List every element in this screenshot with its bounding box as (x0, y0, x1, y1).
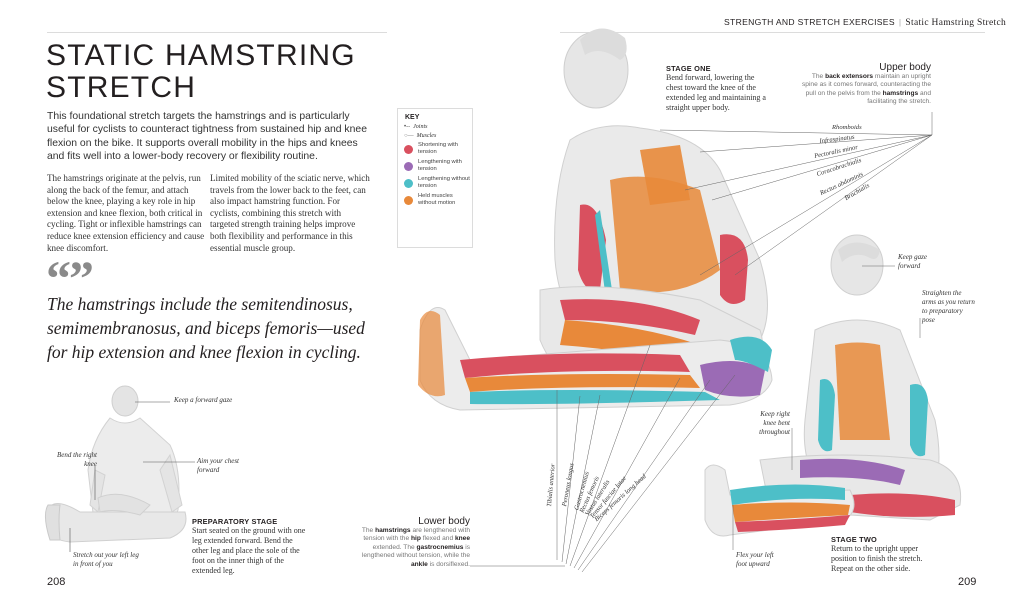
callout-aim-chest-forward: Aim your chest forward (197, 457, 239, 474)
running-head-section: STRENGTH AND STRETCH EXERCISES (724, 17, 895, 27)
text-run: are lengthened with tension with the (363, 527, 470, 543)
lengthening-tension-swatch-icon (404, 161, 413, 171)
preparatory-leader-lines (69, 401, 195, 552)
text-run: The (811, 73, 826, 80)
stage-one-figure-illustration (418, 28, 773, 411)
stage-two-leader-lines (732, 265, 921, 550)
stage-one-title: STAGE ONE (666, 64, 711, 73)
lengthening-no-tension-swatch-icon (404, 178, 413, 188)
lower-body-text: The hamstrings are lengthened with tensi… (355, 527, 470, 569)
muscle-label: Rhomboids (832, 124, 862, 131)
callout-keep-gaze-forward: Keep gaze forward (898, 253, 927, 270)
term-hip: hip (410, 535, 421, 543)
term-hamstrings: hamstrings (375, 527, 411, 534)
shortening-swatch-icon (404, 144, 413, 154)
intro-paragraph: This foundational stretch targets the ha… (47, 111, 367, 163)
callout-keep-forward-gaze: Keep a forward gaze (174, 396, 233, 404)
callout-keep-right-knee-bent: Keep right knee bent throughout (759, 410, 790, 436)
lower-body-leader-lines (470, 344, 736, 573)
stage-one: STAGE ONE Bend forward, lowering the che… (666, 64, 771, 113)
stage-two-figure-illustration (704, 234, 962, 537)
stage-two: STAGE TWO Return to the upright upper po… (831, 535, 931, 574)
body-column-1: The hamstrings originate at the pelvis, … (47, 173, 205, 253)
page-number-left: 208 (47, 576, 66, 588)
callout-stretch-left-leg: Stretch out your left leg in front of yo… (73, 551, 139, 568)
text-run: is lengthened without tension, while the (361, 543, 470, 560)
upper-body-leader-lines (659, 112, 933, 276)
running-head: STRENGTH AND STRETCH EXERCISES|Static Ha… (724, 17, 1006, 28)
key-item-label: Held muscles without motion (418, 193, 456, 206)
page-number-right: 209 (958, 576, 977, 588)
text-run: flexed and (420, 535, 455, 543)
lower-body-note: Lower body The hamstrings are lengthened… (355, 516, 470, 569)
preparatory-figure-illustration (44, 385, 187, 543)
pull-quote: The hamstrings include the semitendinosu… (47, 294, 365, 362)
body-column-2: Limited mobility of the sciatic nerve, w… (210, 173, 370, 253)
top-rule-left (47, 32, 387, 33)
preparatory-stage-title: PREPARATORY STAGE (192, 517, 278, 526)
text-run: and facilitating the stretch. (867, 89, 931, 106)
page-title-line1: STATIC HAMSTRING (46, 39, 356, 72)
lower-body-heading: Lower body (418, 516, 470, 527)
upper-body-note: Upper body The back extensors maintain a… (800, 62, 931, 107)
running-head-subsection: Static Hamstring Stretch (905, 18, 1007, 28)
callout-flex-left-foot: Flex your left foot upward (736, 551, 774, 568)
stage-two-text: Return to the upright upper position to … (831, 544, 923, 573)
joint-marker-icon: •-- (404, 124, 411, 130)
key-item: Lengthening without tension (404, 176, 472, 190)
preparatory-stage-text: Start seated on the ground with one leg … (192, 526, 306, 575)
running-head-separator: | (898, 17, 902, 27)
muscle-marker-icon: ○— (404, 133, 414, 139)
term-back-extensors: back extensors (825, 73, 874, 80)
page-title: STATIC HAMSTRING STRETCH (46, 40, 386, 104)
upper-body-text: The back extensors maintain an upright s… (800, 73, 931, 107)
key-item-label: Lengthening without tension (418, 176, 470, 189)
quote-mark-icon: “” (46, 250, 94, 306)
term-ankle: ankle (410, 560, 428, 568)
key-joints-row: •-- Joints (404, 124, 472, 130)
key-item: Held muscles without motion (404, 193, 472, 207)
top-rule-right (560, 32, 985, 33)
key-muscles-row: ○— Muscles (404, 133, 472, 139)
key-title: KEY (405, 114, 420, 121)
page-title-line2: STRETCH (46, 71, 197, 104)
text-run: extended. The (372, 543, 417, 551)
upper-body-heading: Upper body (879, 62, 931, 73)
key-item: Lengthening with tension (404, 159, 472, 173)
key-item-label: Lengthening with tension (418, 159, 462, 172)
stage-one-text: Bend forward, lowering the chest toward … (666, 73, 766, 112)
term-gastrocnemius: gastrocnemius (416, 543, 464, 551)
stage-two-title: STAGE TWO (831, 535, 878, 544)
text-run: is dorsiflexed. (427, 560, 470, 568)
key-muscles-label: Muscles (416, 133, 437, 139)
key-joints-label: Joints (413, 124, 428, 130)
preparatory-stage: PREPARATORY STAGE Start seated on the gr… (192, 517, 308, 576)
text-run: The (361, 527, 376, 534)
key-item-label: Shortening with tension (418, 142, 458, 155)
held-swatch-icon (404, 195, 413, 205)
term-knee: knee (454, 535, 470, 543)
term-hamstrings: hamstrings (882, 89, 919, 97)
key-item: Shortening with tension (404, 142, 472, 156)
callout-bend-right-knee: Bend the right knee (56, 451, 97, 468)
callout-straighten-arms: Straighten the arms as you return to pre… (922, 289, 975, 324)
text-run: maintain an upright spine as it comes fo… (801, 73, 931, 97)
color-key: KEY •-- Joints ○— Muscles Shortening wit… (397, 108, 473, 248)
